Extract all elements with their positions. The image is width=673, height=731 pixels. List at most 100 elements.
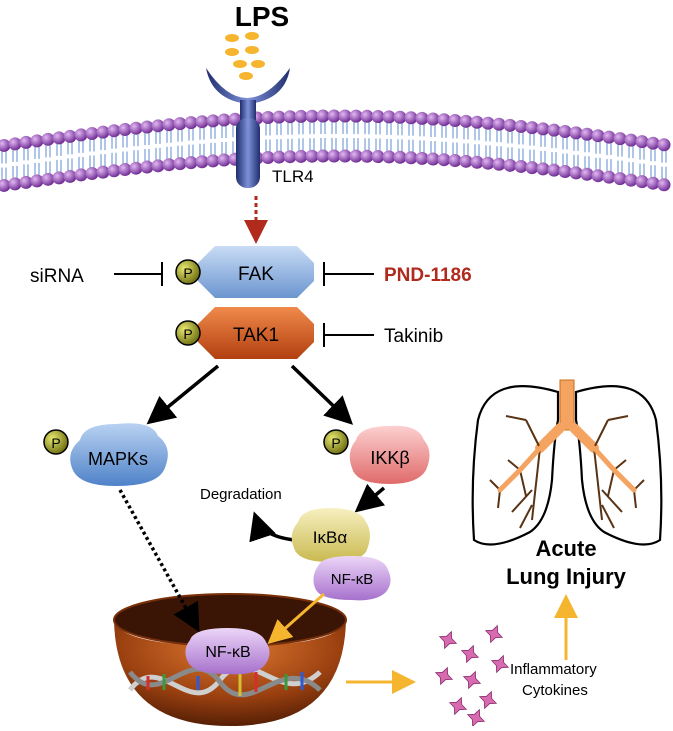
outcome-label-line1: Acute — [535, 536, 596, 561]
lipid-head — [591, 129, 605, 143]
lipid-head — [437, 113, 451, 127]
lipid-head — [206, 114, 220, 128]
cell-membrane — [0, 109, 671, 192]
nfkb-nucleus-node — [185, 628, 270, 675]
lipid-head — [459, 154, 473, 168]
lipid-head — [338, 109, 352, 123]
lipid-head — [129, 121, 143, 135]
cytokine-icon — [484, 624, 504, 644]
lipid-head — [404, 111, 418, 125]
lipid-head — [140, 160, 154, 174]
cytokine-icon — [448, 696, 468, 716]
lipid-head — [514, 119, 528, 133]
lipid-head — [470, 155, 484, 169]
lipid-head — [85, 167, 99, 181]
lipid-head — [569, 126, 583, 140]
outcome-label-line2: Lung Injury — [506, 564, 627, 589]
lipid-head — [393, 150, 407, 164]
lipid-head — [316, 149, 330, 163]
lipid-head — [173, 117, 187, 131]
cytokines-label-line2: Cytokines — [522, 682, 588, 699]
lipid-head — [613, 132, 627, 146]
degradation-arrow — [249, 511, 295, 543]
lipid-head — [272, 150, 286, 164]
lipid-head — [382, 150, 396, 164]
lipid-head — [140, 120, 154, 134]
lipid-head — [657, 178, 671, 192]
lipid-head — [173, 157, 187, 171]
lipid-head — [437, 153, 451, 167]
lipid-head — [371, 110, 385, 124]
lipid-head — [107, 164, 121, 178]
lipid-head — [602, 170, 616, 184]
phospho-icon: P — [323, 429, 349, 455]
lipid-head — [184, 116, 198, 130]
mapks-label: MAPKs — [88, 449, 148, 469]
tlr4-label: TLR4 — [272, 167, 314, 186]
cytokine-icon — [462, 670, 482, 690]
dna-icon — [128, 664, 322, 698]
lipid-head — [162, 158, 176, 172]
lipid-head — [195, 115, 209, 129]
lipid-head — [580, 127, 594, 141]
lipid-head — [569, 166, 583, 180]
lipid-head — [305, 109, 319, 123]
lipid-head — [338, 149, 352, 163]
lps-molecule-icon — [225, 32, 265, 80]
phospho-icon: P — [175, 259, 201, 285]
lipid-head — [184, 156, 198, 170]
cytokines-label-line1: Inflammatory — [510, 661, 597, 678]
lipid-head — [294, 109, 308, 123]
lipid-head — [613, 172, 627, 186]
lipid-head — [514, 159, 528, 173]
lipid-head — [41, 132, 55, 146]
lipid-head — [536, 122, 550, 136]
lipid-head — [558, 125, 572, 139]
lipid-head — [19, 175, 33, 189]
lipid-head — [261, 111, 275, 125]
ikba-node — [291, 508, 370, 563]
lipid-head — [426, 152, 440, 166]
lipid-head — [283, 150, 297, 164]
lipid-head — [96, 125, 110, 139]
lipid-head — [151, 159, 165, 173]
lipid-head — [415, 151, 429, 165]
lipid-head — [646, 176, 660, 190]
lipid-head — [635, 175, 649, 189]
lipid-head — [74, 128, 88, 142]
lipid-head — [316, 109, 330, 123]
lipid-head — [52, 131, 66, 145]
lipid-head — [19, 135, 33, 149]
lipid-head — [217, 113, 231, 127]
ikkb-to-ikba-arrow — [354, 483, 386, 513]
nfkb-nucleus-label: NF-κB — [205, 644, 250, 661]
takinib-label: Takinib — [384, 326, 443, 347]
lipid-head — [52, 171, 66, 185]
lipid-head — [8, 137, 22, 151]
cytokine-icon — [438, 630, 458, 650]
lipid-head — [580, 167, 594, 181]
nfkb-cytoplasm-label: NF-κB — [331, 571, 374, 588]
lipid-head — [0, 138, 11, 152]
fak-label: FAK — [238, 264, 274, 285]
lipid-head — [74, 168, 88, 182]
lipid-head — [107, 124, 121, 138]
lipid-head — [217, 153, 231, 167]
cytokines-cluster — [434, 624, 510, 728]
lipid-head — [448, 113, 462, 127]
lipid-head — [371, 150, 385, 164]
lipid-head — [0, 178, 11, 192]
mapks-node — [70, 423, 168, 486]
lipid-head — [129, 161, 143, 175]
nfkb-cytoplasm-node — [313, 556, 391, 601]
tak1-label: TAK1 — [233, 325, 279, 346]
ikkb-node — [349, 425, 430, 484]
tak1-node — [198, 307, 314, 359]
lipid-head — [294, 149, 308, 163]
nfkb-translocation-arrow — [267, 592, 325, 644]
lipid-head — [118, 122, 132, 136]
sirna-label: siRNA — [30, 266, 84, 287]
lipid-head — [525, 121, 539, 135]
